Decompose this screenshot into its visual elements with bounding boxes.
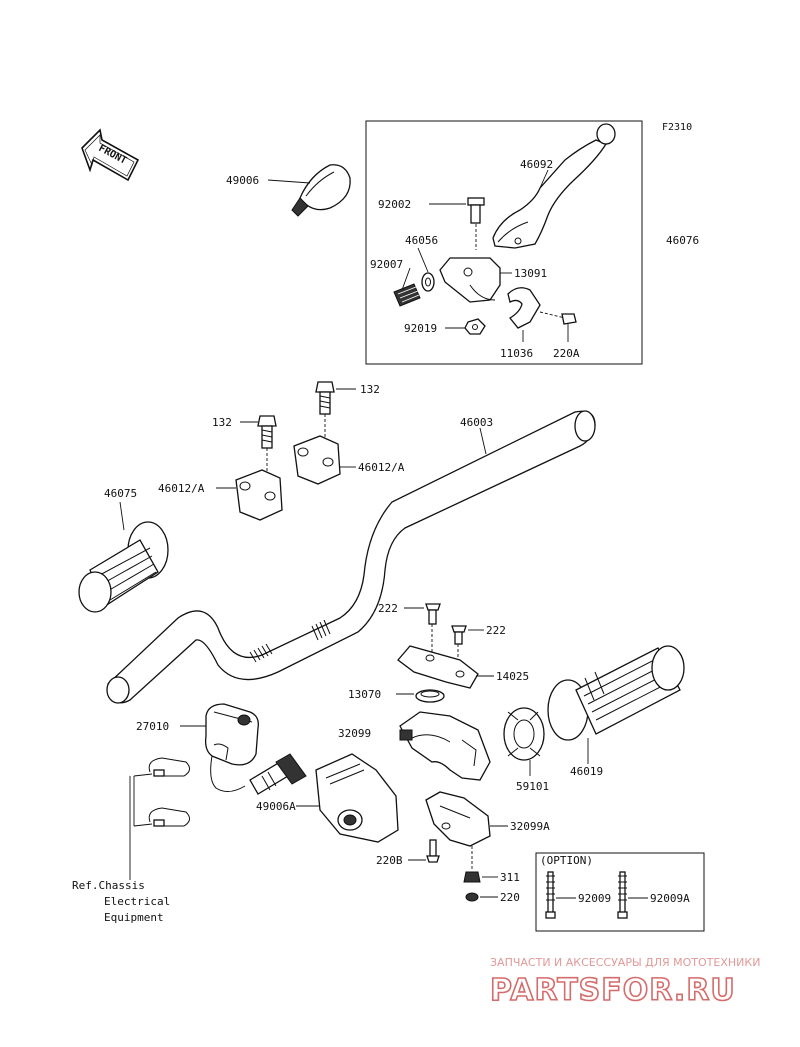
diagram-code: F2310 — [662, 122, 692, 133]
connector-plug-icon — [249, 753, 307, 795]
wire-clip-upper-icon — [148, 757, 190, 777]
label-46012A-left: 46012/A — [158, 482, 205, 495]
part-220B-screw — [408, 839, 440, 863]
part-32099A-lower-housing — [425, 791, 508, 847]
label-13091: 13091 — [514, 267, 547, 280]
label-49006A: 49006A — [256, 800, 296, 813]
label-32099A: 32099A — [510, 820, 550, 833]
part-132-bolt-right — [315, 381, 356, 440]
part-46092-lever — [492, 123, 616, 249]
ref-line-1: Ref.Chassis — [72, 879, 145, 892]
ref-line-2: Electrical — [104, 895, 170, 908]
label-11036: 11036 — [500, 347, 533, 360]
ref-line-3: Equipment — [104, 911, 164, 924]
part-49006A-throttle-cover — [296, 753, 399, 843]
part-14025-cover-plate — [397, 645, 494, 689]
label-220A: 220A — [553, 347, 580, 360]
watermark-tagline: ЗАПЧАСТИ И АКСЕССУАРЫ ДЛЯ МОТОТЕХНИКИ — [490, 956, 760, 969]
part-311-nut — [463, 846, 498, 883]
watermark-brand: PARTSFOR.RU — [490, 973, 736, 1008]
part-92007-adjuster — [393, 267, 421, 307]
part-46019-grip-right — [547, 645, 685, 764]
label-92009A: 92009A — [650, 892, 690, 905]
part-32099-throttle-housing — [399, 711, 491, 781]
label-92019: 92019 — [404, 322, 437, 335]
part-92019-nut — [445, 318, 486, 335]
part-46056-washer — [417, 247, 435, 292]
option-box — [535, 852, 705, 932]
label-92009: 92009 — [578, 892, 611, 905]
ref-leader-lines — [129, 773, 153, 880]
part-11036-clamp — [507, 287, 566, 342]
label-92002: 92002 — [378, 198, 411, 211]
label-132-right: 132 — [360, 383, 380, 396]
label-46056: 46056 — [405, 234, 438, 247]
part-49006-lever-cover — [267, 164, 351, 217]
part-13070-clip — [396, 689, 445, 703]
part-92002-bolt — [429, 197, 485, 250]
part-132-bolt-left — [240, 415, 277, 476]
label-46075: 46075 — [104, 487, 137, 500]
label-46003: 46003 — [460, 416, 493, 429]
lever-assembly-box — [365, 120, 643, 365]
option-label: (OPTION) — [540, 854, 593, 867]
part-222-screw-a — [404, 603, 441, 652]
part-220A-screw — [561, 313, 577, 342]
label-92007: 92007 — [370, 258, 403, 271]
label-222-a: 222 — [378, 602, 398, 615]
label-46012A-right: 46012/A — [358, 461, 405, 474]
label-220: 220 — [500, 891, 520, 904]
label-311: 311 — [500, 871, 520, 884]
label-132-left: 132 — [212, 416, 232, 429]
part-220-screw — [465, 892, 498, 902]
label-14025: 14025 — [496, 670, 529, 683]
part-46075-grip-left — [78, 501, 169, 613]
label-13070: 13070 — [348, 688, 381, 701]
part-27010-switch — [180, 703, 259, 792]
label-222-b: 222 — [486, 624, 506, 637]
wire-clip-lower-icon — [148, 807, 190, 827]
label-46092: 46092 — [520, 158, 553, 171]
part-92009A-bolt — [617, 871, 648, 919]
label-49006: 49006 — [226, 174, 259, 187]
part-46003-handlebar — [106, 410, 596, 704]
part-92009-bolt — [545, 871, 576, 919]
part-13091-lever-bracket — [439, 257, 512, 303]
label-46076: 46076 — [666, 234, 699, 247]
part-59101-pulley — [503, 707, 545, 776]
label-59101: 59101 — [516, 780, 549, 793]
label-32099: 32099 — [338, 727, 371, 740]
part-46012A-holder-left — [216, 469, 283, 521]
part-222-screw-b — [451, 625, 484, 668]
label-27010: 27010 — [136, 720, 169, 733]
part-46012A-holder-right — [293, 435, 356, 485]
label-220B: 220B — [376, 854, 403, 867]
label-46019: 46019 — [570, 765, 603, 778]
front-arrow-icon: FRONT — [81, 128, 140, 182]
